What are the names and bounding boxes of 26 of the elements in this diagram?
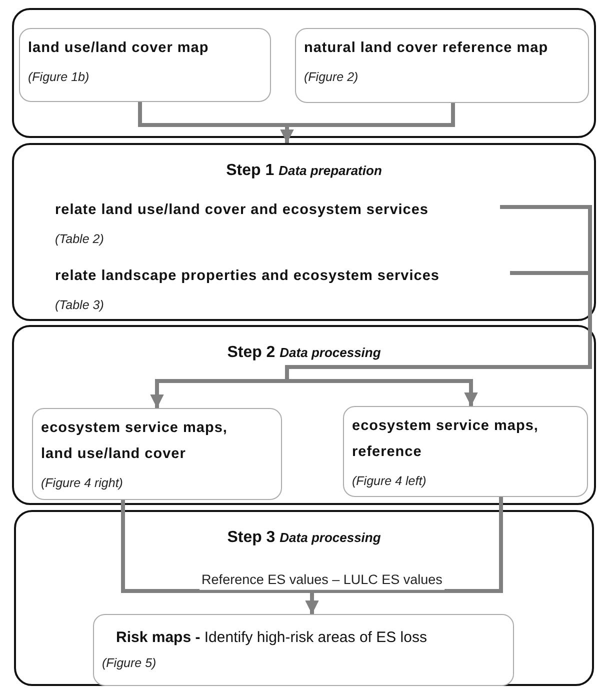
reference-note: (Figure 4 left): [352, 473, 426, 489]
step-title: Step 1 Data preparation: [225, 161, 383, 181]
item-title: relate landscape properties and ecosystem services: [55, 267, 440, 286]
step-panel: [12, 143, 596, 321]
step-panel: [12, 8, 596, 138]
process-box: [343, 406, 588, 497]
process-box: [19, 28, 271, 102]
item-title: ecosystem service maps, reference: [352, 417, 540, 462]
reference-note: (Table 3): [55, 297, 104, 313]
reference-note: (Figure 2): [304, 69, 358, 85]
reference-note: (Figure 1b): [28, 69, 90, 85]
item-title: Risk maps - Identify high-risk areas of ES loss: [116, 629, 427, 647]
process-box: [93, 614, 514, 686]
item-title: ecosystem service maps, land use/land cover: [41, 419, 228, 464]
step-panel: [12, 325, 596, 505]
reference-note: (Figure 4 right): [41, 475, 123, 491]
item-title: natural land cover reference map: [304, 39, 550, 58]
reference-note: (Table 2): [55, 231, 104, 247]
step-panel: [14, 510, 594, 686]
step-title: Step 2 Data processing: [226, 343, 382, 363]
item-title: relate land use/land cover and ecosystem services: [55, 201, 430, 220]
item-title: land use/land cover map: [28, 39, 210, 58]
process-box: [32, 408, 282, 500]
step-title: Step 3 Data processing: [226, 528, 382, 548]
reference-note: (Figure 5): [102, 655, 156, 671]
process-box: [295, 28, 589, 103]
